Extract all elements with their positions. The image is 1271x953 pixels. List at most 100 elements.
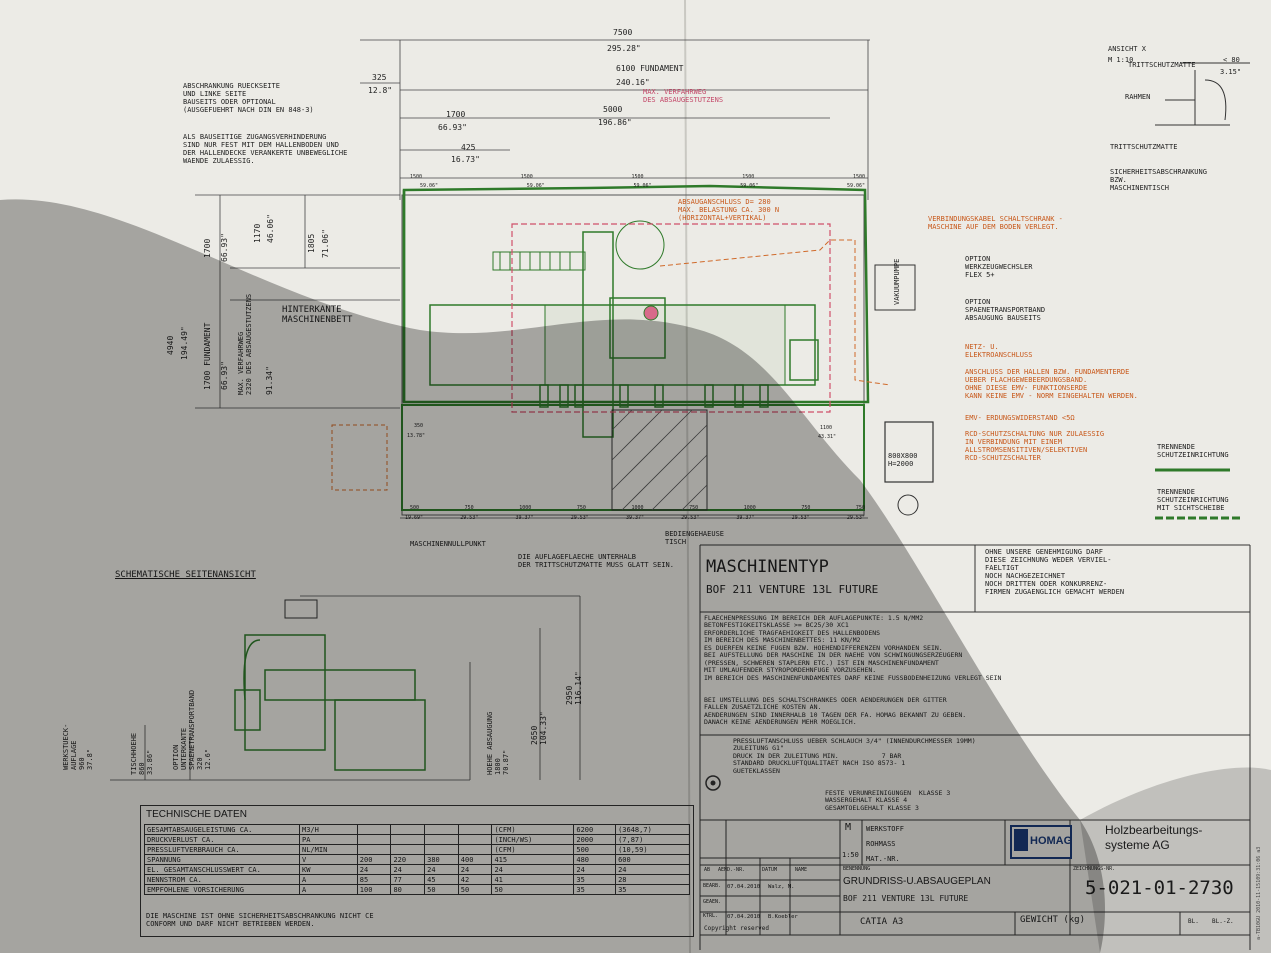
seg-dim: 1000 <box>631 505 644 511</box>
note-schaltschrank: 800X800 H=2000 <box>888 452 918 469</box>
dim-5000-in: 196.86" <box>598 118 632 127</box>
note-anschluss: ANSCHLUSS DER HALLEN BZW. FUNDAMENTERDE … <box>965 368 1138 401</box>
seg-dim-in: 39.37" <box>736 515 755 521</box>
bottom-segment-dims-in: 19.69" 29.53" 39.37" 29.53" 39.37" 29.53… <box>405 515 865 522</box>
tb-werkstoff: WERKSTOFF <box>866 825 904 833</box>
tb-ab: AB <box>704 867 711 873</box>
tech-row: DRUCKVERLUST CA.PA(INCH/WS)2000(7,87) <box>144 834 690 845</box>
tech-cell <box>424 824 459 835</box>
note-hinterkante: HINTERKANTE MASCHINENBETT <box>282 305 353 326</box>
tech-footer: DIE MASCHINE IST OHNE SICHERHEITSABSCHRA… <box>146 912 374 929</box>
tech-cell: 50 <box>457 884 493 895</box>
tb-bearb-name: Walz, M. <box>768 884 795 890</box>
dim-1700a-in: 66.93" <box>220 233 229 262</box>
note-rcd: RCD-SCHUTZSCHALTUNG NUR ZULAESSIG IN VER… <box>965 430 1105 463</box>
seg-dim: 1000 <box>519 505 532 511</box>
tech-cell: 35 <box>615 884 690 895</box>
dim-325-in: 12.8" <box>368 86 393 95</box>
tech-cell: 600 <box>615 854 690 865</box>
tech-cell <box>390 844 426 855</box>
seg-dim: 1500 <box>520 174 533 180</box>
tb-drawing-no: 5-021-01-2730 <box>1085 877 1234 899</box>
side-werk: WERKSTUECK- AUFLAGE 960 37.8" <box>62 723 94 770</box>
seg-dim-in: 19.69" <box>405 515 424 521</box>
tech-cell: 220 <box>390 854 426 865</box>
seg-dim: 500 <box>410 505 420 511</box>
ansicht-dim-in: 3.15" <box>1220 68 1242 76</box>
seg-dim: 1000 <box>743 505 756 511</box>
ansicht-title: ANSICHT X <box>1108 45 1146 53</box>
tech-data-table: GESAMTABSAUGELEISTUNG CA.M3/H(CFM)6200(3… <box>144 824 690 895</box>
tech-cell: (10,59) <box>615 844 690 855</box>
side-title: SCHEMATISCHE SEITENANSICHT <box>115 570 256 580</box>
tech-cell: (3648,7) <box>615 824 690 835</box>
seg-dim: 750 <box>464 505 474 511</box>
seg-dim-in: 59.06" <box>740 183 759 189</box>
tech-cell: EMPFOHLENE VORSICHERUNG <box>144 884 300 895</box>
seg-dim-in: 29.53" <box>846 515 865 521</box>
note-bediengehaeuse: BEDIENGEHAEUSE TISCH <box>665 530 725 547</box>
tech-cell: 24 <box>615 864 690 875</box>
tech-cell <box>356 834 392 845</box>
tb-scale: 1:50 <box>842 851 859 859</box>
side-h2650: 2650 104.33" <box>530 711 548 745</box>
dim-4940: 4940 <box>166 335 175 355</box>
tech-cell: V <box>299 854 358 865</box>
tech-cell: 35 <box>573 884 617 895</box>
tb-title1: GRUNDRISS-U.ABSAUGEPLAN <box>843 876 991 887</box>
tb-ktrl-date: 07.04.2010 <box>727 914 761 920</box>
tech-cell: 24 <box>573 864 617 875</box>
seg-dim: 1500 <box>410 174 423 180</box>
tech-cell: 500 <box>573 844 617 855</box>
tech-cell: 77 <box>390 874 426 885</box>
tech-cell: 80 <box>390 884 426 895</box>
ansicht-dim: < 80 <box>1223 56 1240 64</box>
note-bauseitige: ALS BAUSEITIGE ZUGANGSVERHINDERUNG SIND … <box>183 133 348 166</box>
tech-cell <box>457 844 493 855</box>
tech-cell: 35 <box>573 874 617 885</box>
dim-6100: 6100 FUNDAMENT <box>616 64 684 73</box>
tech-cell: 380 <box>424 854 459 865</box>
dim-425-in: 16.73" <box>451 155 480 164</box>
tech-cell: 24 <box>424 864 459 875</box>
tech-cell: 50 <box>424 884 459 895</box>
dim-2320-in: 91.34" <box>265 366 274 395</box>
dim-5000: 5000 <box>603 105 623 114</box>
tb-company2: systeme AG <box>1105 838 1170 852</box>
top-segment-dims: 1500 1500 1500 1500 1500 <box>410 174 865 181</box>
tb-zeichnungsnr-label: ZEICHNUNGS-NR. <box>1073 866 1116 872</box>
tb-side-code: a-TB10GU 2010-11-15109:31:06 a3 <box>1256 846 1262 940</box>
ansicht-trittschutz2: TRITTSCHUTZMATTE <box>1110 143 1178 151</box>
ansicht-sicherheit: SICHERHEITSABSCHRANKUNG BZW. MASCHINENTI… <box>1110 168 1207 193</box>
tech-cell: (CFM) <box>491 824 575 835</box>
tb-matnr: MAT.-NR. <box>866 855 900 863</box>
dim-2320: MAX. VERFAHRWEG 2320 DES ABSAUGESTUTZENS <box>237 293 253 395</box>
verfahrweg-note: MAX. VERFAHRWEG DES ABSAUGESTUTZENS <box>643 88 724 105</box>
seg-dim-in: 29.53" <box>570 515 589 521</box>
note-vakuumpumpe: VAKUUMPUMPE <box>893 258 901 305</box>
tb-bearb-label: BEARB. <box>703 883 722 889</box>
seg-dim: 1500 <box>852 174 865 180</box>
tech-cell: (7,87) <box>615 834 690 845</box>
dim-6100-in: 240.16" <box>616 78 650 87</box>
tech-cell: 200 <box>356 854 392 865</box>
tech-cell: 45 <box>424 874 459 885</box>
tb-catia: CATIA A3 <box>860 917 904 927</box>
note-option-wz: OPTION WERKZEUGWECHSLER FLEX 5+ <box>965 255 1033 280</box>
tech-cell: NENNSTROM CA. <box>144 874 300 885</box>
dim-1170-in: 46.06" <box>266 214 275 243</box>
seg-dim-in: 29.53" <box>681 515 700 521</box>
note-nullpunkt: MASCHINENNULLPUNKT <box>410 540 486 548</box>
tech-cell: DRUCKVERLUST CA. <box>144 834 300 845</box>
seg-dim: 750 <box>689 505 699 511</box>
tech-cell: 100 <box>356 884 392 895</box>
tech-cell: SPANNUNG <box>144 854 300 865</box>
ansicht-scale: M 1:10 <box>1108 56 1134 64</box>
seg-dim: 750 <box>801 505 811 511</box>
tech-cell <box>356 824 392 835</box>
